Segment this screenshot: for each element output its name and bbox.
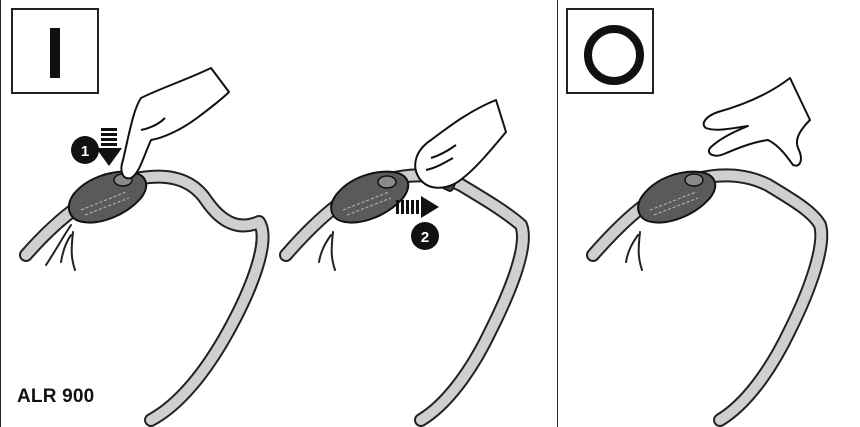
handle-bar-2 xyxy=(286,175,523,420)
handle-bar-3 xyxy=(593,175,821,420)
switch-on-illustration: 1 xyxy=(1,0,559,427)
step-1-callout: 1 xyxy=(71,136,99,164)
step-1-number: 1 xyxy=(81,143,89,160)
switch-button-2 xyxy=(378,176,396,188)
step-2-callout: 2 xyxy=(411,222,439,250)
handle-bar-1 xyxy=(26,177,263,420)
model-label: ALR 900 xyxy=(17,386,94,408)
panel-switch-on: I 1 xyxy=(0,0,558,427)
switch-housing-2 xyxy=(331,172,408,223)
press-down-arrow xyxy=(96,128,122,166)
hand-released-icon xyxy=(704,78,810,166)
switch-housing-3 xyxy=(638,172,715,223)
step-2-number: 2 xyxy=(421,229,429,246)
panel-switch-off: O xyxy=(558,0,860,427)
hand-pressing-icon xyxy=(121,68,229,178)
hand-gripping-icon xyxy=(415,100,506,188)
switch-button-3 xyxy=(685,174,703,186)
switch-housing-1 xyxy=(69,172,146,223)
switch-off-illustration xyxy=(558,0,860,427)
